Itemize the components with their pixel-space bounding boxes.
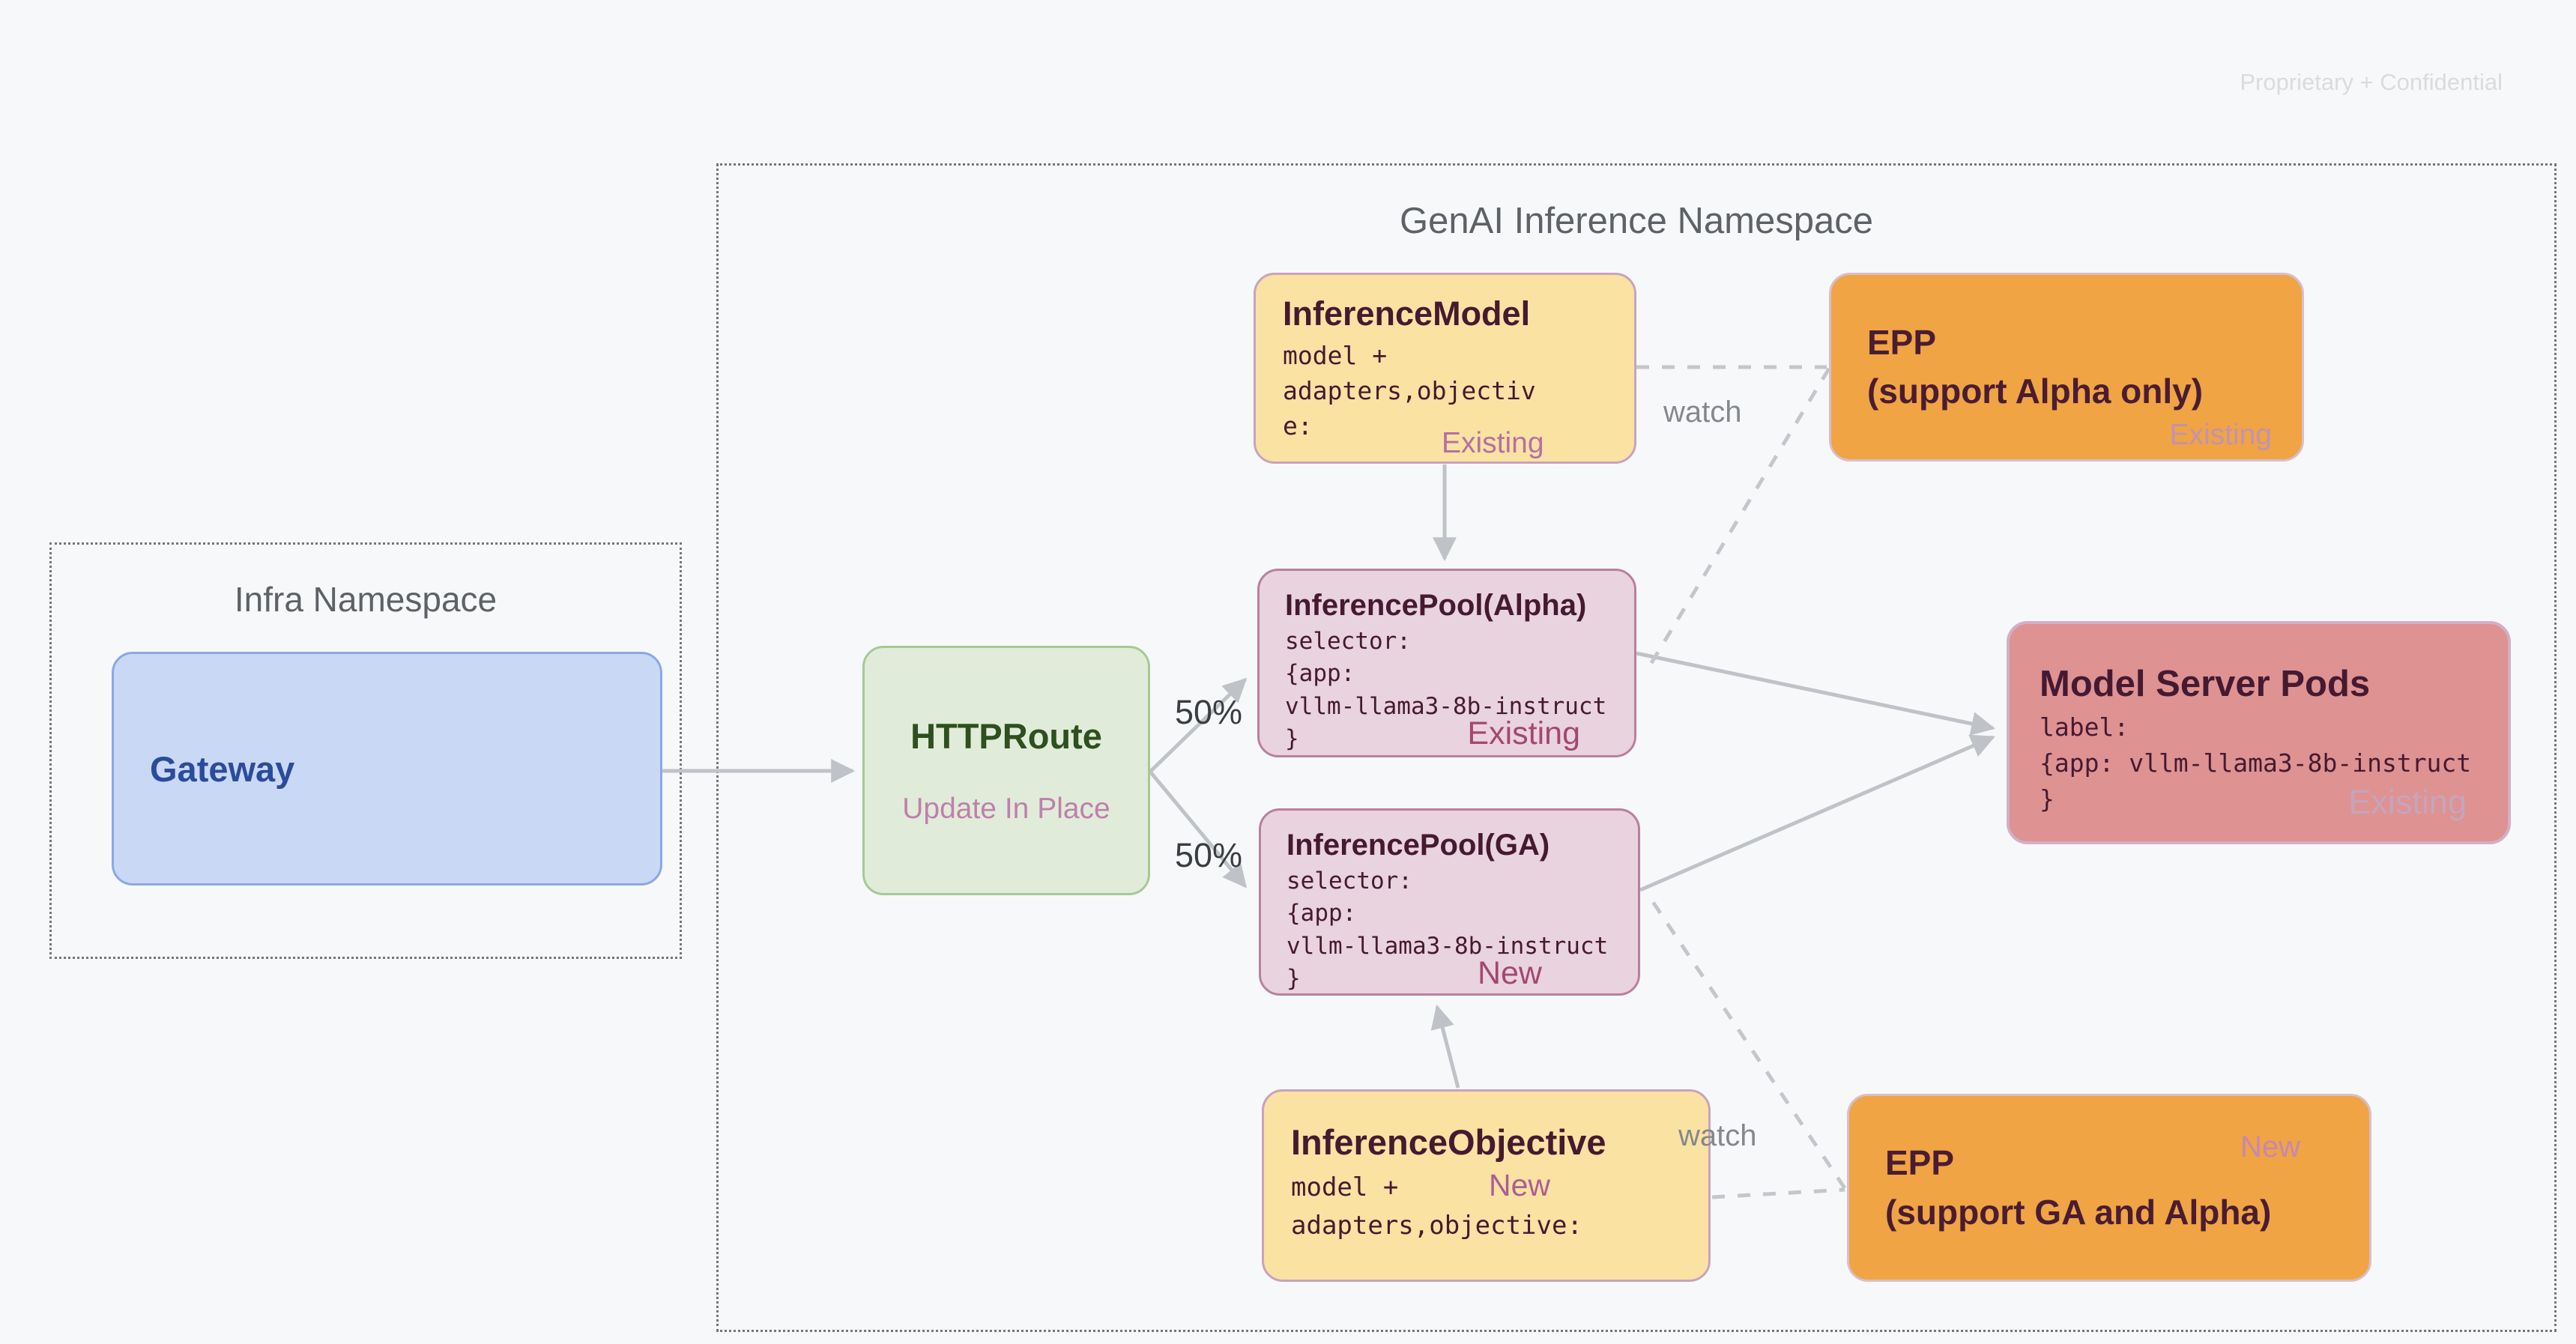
node-inference-model: InferenceModel model + adapters,objectiv… (1254, 273, 1636, 464)
pool-alpha-selector: selector: {app: vllm-llama3-8b-instruct … (1285, 628, 1607, 753)
watch-label-bottom: watch (1678, 1119, 1757, 1152)
dashed-epp-alpha-watch-pool-alpha (1645, 367, 1831, 672)
inference-objective-status: New (1489, 1168, 1551, 1202)
node-httproute: HTTPRoute Update In Place (862, 646, 1150, 895)
genai-namespace-title: GenAI Inference Namespace (1400, 201, 1873, 241)
node-model-server-pods: Model Server Pods label: {app: vllm-llam… (2007, 621, 2511, 844)
model-server-pods-label: label: {app: vllm-llama3-8b-instruct } (2040, 712, 2472, 814)
genai-namespace-box: GenAI Inference Namespace (716, 163, 2557, 1332)
arrow-pool-ga-to-pods (1639, 734, 1995, 892)
infra-namespace-title: Infra Namespace (234, 580, 498, 619)
epp-alpha-title: EPP (support Alpha only) (1867, 322, 2204, 411)
pool-alpha-title: InferencePool(Alpha) (1285, 589, 1587, 622)
inference-model-status: Existing (1442, 427, 1544, 459)
pool-alpha-status: Existing (1467, 715, 1580, 751)
httproute-title: HTTPRoute (910, 716, 1102, 756)
pool-ga-selector: selector: {app: vllm-llama3-8b-instruct … (1287, 868, 1609, 993)
inference-model-title: InferenceModel (1283, 294, 1531, 333)
arrow-httproute-to-pool-alpha (1149, 677, 1248, 773)
watch-label-top: watch (1663, 396, 1742, 429)
node-inference-objective: InferenceObjective model + adapters,obje… (1262, 1089, 1711, 1282)
inference-model-spec: model + adapters,objectiv e: (1283, 341, 1536, 441)
httproute-subtitle: Update In Place (902, 793, 1110, 825)
node-gateway: Gateway (112, 652, 662, 886)
node-epp-ga: EPP (support GA and Alpha) New (1847, 1094, 2371, 1282)
epp-alpha-status: Existing (2169, 419, 2272, 451)
inference-objective-spec: model + adapters,objective: (1291, 1172, 1582, 1241)
arrow-httproute-to-pool-ga (1149, 770, 1248, 889)
node-inference-pool-ga: InferencePool(GA) selector: {app: vllm-l… (1259, 808, 1640, 996)
model-server-pods-status: Existing (2348, 783, 2467, 821)
epp-ga-title: EPP (support GA and Alpha) (1885, 1143, 2272, 1232)
inference-objective-title: InferenceObjective (1291, 1122, 1606, 1162)
node-epp-alpha: EPP (support Alpha only) Existing (1829, 273, 2304, 461)
watermark: Proprietary + Confidential (2240, 69, 2503, 95)
pool-ga-status: New (1477, 955, 1542, 991)
dashed-epp-ga-watch-inferenceobjective (1711, 1187, 1845, 1199)
epp-ga-status: New (2240, 1130, 2300, 1163)
node-inference-pool-alpha: InferencePool(Alpha) selector: {app: vll… (1257, 569, 1636, 757)
model-server-pods-title: Model Server Pods (2040, 664, 2371, 704)
pool-ga-title: InferencePool(GA) (1287, 829, 1550, 862)
arrow-inferenceobjective-to-pool-ga (1430, 1004, 1460, 1089)
arrow-pool-alpha-to-pods (1636, 651, 1996, 736)
split-percentage-top-label: 50% (1175, 693, 1243, 731)
infra-namespace-box: Infra Namespace (49, 542, 682, 959)
gateway-title: Gateway (150, 748, 295, 789)
split-percentage-bottom-label: 50% (1175, 836, 1243, 874)
dashed-epp-ga-watch-pool-ga (1645, 892, 1847, 1190)
